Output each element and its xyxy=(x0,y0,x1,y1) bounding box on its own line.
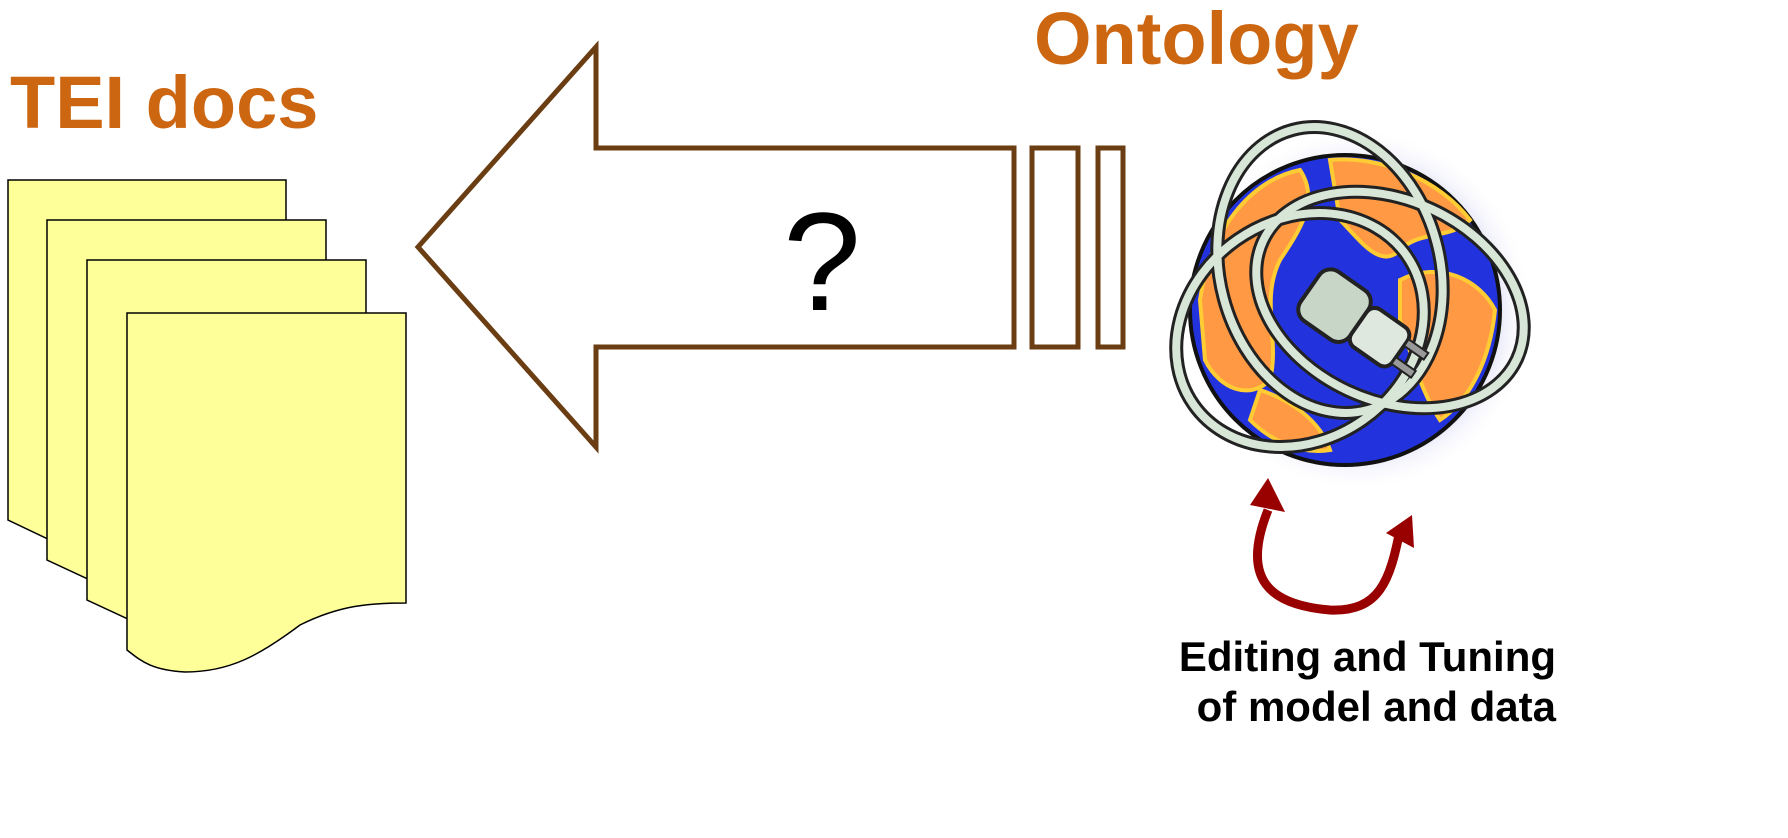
editing-caption-line1: Editing and Tuning xyxy=(1178,633,1556,680)
editing-caption-line2: of model and data xyxy=(1196,683,1556,730)
document-page-4 xyxy=(126,312,407,673)
ontology-title: Ontology xyxy=(1034,0,1359,80)
left-arrow-icon xyxy=(414,40,1126,454)
tei-docs-title: TEI docs xyxy=(10,61,319,144)
document-stack-icon xyxy=(7,179,407,673)
editing-caption: Editing and Tuning of model and data xyxy=(1179,632,1556,732)
question-mark: ? xyxy=(783,183,861,340)
cycle-arrow-icon xyxy=(1250,478,1414,615)
globe-plug-icon xyxy=(1169,120,1533,492)
